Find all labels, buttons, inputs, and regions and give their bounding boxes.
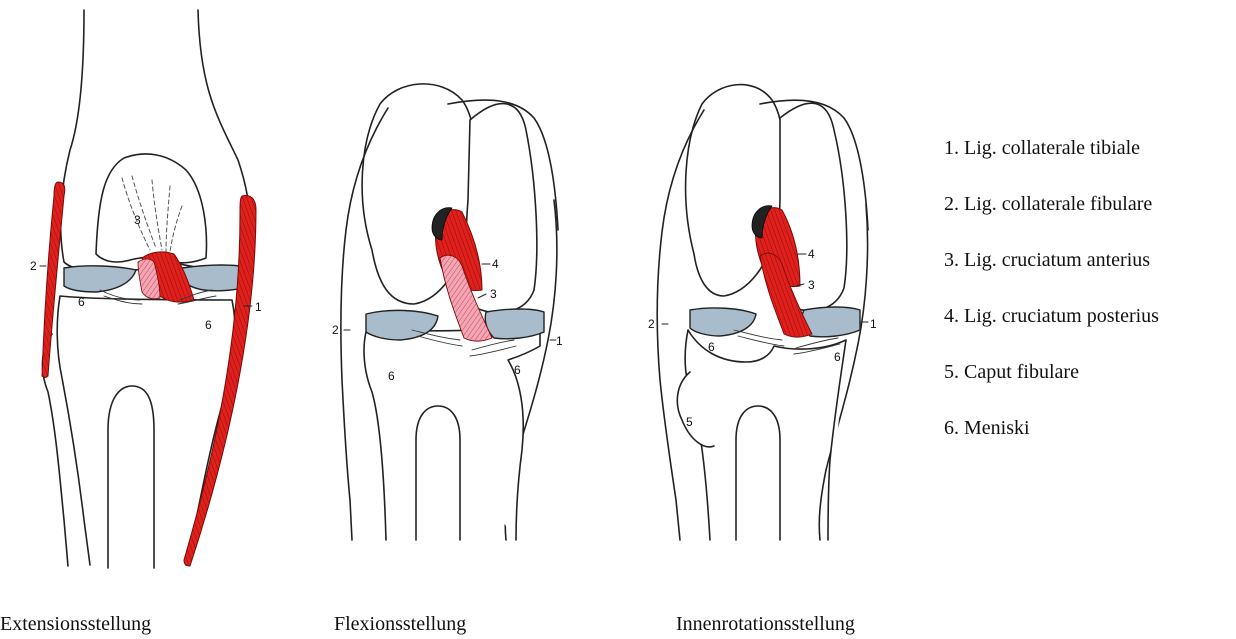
caption-extension: Extensionsstellung	[0, 612, 151, 636]
label-6: 6	[205, 318, 212, 332]
tibia-tubercle	[736, 406, 780, 540]
label-5: 5	[686, 415, 693, 429]
label-6: 6	[834, 350, 841, 364]
tibia-tubercle	[416, 406, 460, 540]
caption-internal-rotation: Innenrotationsstellung	[676, 612, 855, 636]
label-3: 3	[808, 278, 815, 292]
legend-item-1: 1. Lig. collaterale tibiale	[944, 136, 1159, 192]
legend-list: 1. Lig. collaterale tibiale 2. Lig. coll…	[944, 136, 1159, 472]
meniscus-left	[64, 266, 136, 292]
label-2: 2	[648, 317, 655, 331]
legend-item-6: 6. Meniski	[944, 416, 1159, 472]
figure-extension	[40, 10, 256, 568]
caption-flexion: Flexionsstellung	[334, 612, 466, 636]
legend-item-3: 3. Lig. cruciatum anterius	[944, 248, 1159, 304]
tibia-tubercle	[108, 386, 154, 568]
meniscus-left	[690, 308, 756, 336]
label-4: 4	[492, 257, 499, 271]
legend-item-2: 2. Lig. collaterale fibulare	[944, 192, 1159, 248]
figure-internal-rotation	[657, 85, 868, 540]
label-1: 1	[255, 300, 262, 314]
label-2: 2	[332, 323, 339, 337]
legend-item-5: 5. Caput fibulare	[944, 360, 1159, 416]
label-6: 6	[388, 369, 395, 383]
fibular-head	[677, 372, 714, 447]
legend-item-4: 4. Lig. cruciatum posterius	[944, 304, 1159, 360]
label-1: 1	[870, 317, 877, 331]
label-3: 3	[134, 213, 141, 227]
label-6: 6	[708, 340, 715, 354]
label-2: 2	[30, 259, 37, 273]
label-1: 1	[556, 334, 563, 348]
label-3: 3	[490, 287, 497, 301]
label-6: 6	[514, 363, 521, 377]
label-6: 6	[78, 295, 85, 309]
meniscus-right	[485, 309, 544, 339]
label-4: 4	[808, 247, 815, 261]
figure-flexion	[341, 84, 558, 540]
